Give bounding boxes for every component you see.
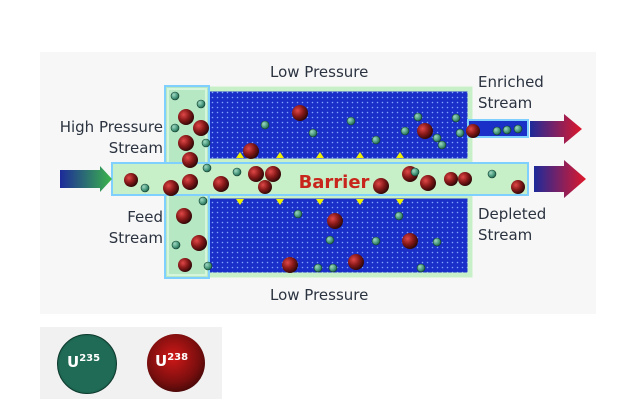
u235-molecule — [400, 126, 410, 136]
u238-molecule — [417, 123, 433, 139]
u235-molecule — [260, 120, 270, 130]
bottom-chamber — [203, 193, 473, 278]
u238-molecule — [178, 109, 194, 125]
u238-molecule — [178, 258, 192, 272]
u235-molecule — [437, 140, 447, 150]
u238-molecule — [402, 233, 418, 249]
u235-molecule — [371, 135, 381, 145]
u238-molecule — [265, 166, 281, 182]
u235-molecule — [487, 169, 497, 179]
u238-molecule — [176, 208, 192, 224]
u235-molecule — [394, 211, 404, 221]
u235-molecule — [198, 196, 208, 206]
u235-molecule — [170, 123, 180, 133]
u235-molecule — [371, 236, 381, 246]
barrier-membrane — [236, 152, 404, 205]
depleted-label-line2: Stream — [478, 226, 533, 244]
u235-molecule — [201, 138, 211, 148]
u235-molecule — [140, 183, 150, 193]
high-pressure-label-line2: Stream — [108, 139, 163, 157]
u238-molecule — [258, 180, 272, 194]
u235-molecule — [325, 235, 335, 245]
u238-molecule — [282, 257, 298, 273]
u238-molecule — [458, 172, 472, 186]
u238-molecule — [243, 143, 259, 159]
u238-molecule — [373, 178, 389, 194]
u238-molecule — [511, 180, 525, 194]
u235-molecule — [313, 263, 323, 273]
inlet-arrow — [60, 166, 112, 192]
u235-molecule — [346, 116, 356, 126]
u235-molecule — [170, 91, 180, 101]
u235-molecule — [502, 125, 512, 135]
u235-molecule — [328, 263, 338, 273]
u235-legend-ball: U235 — [57, 334, 117, 394]
u235-molecule — [451, 113, 461, 123]
u235-symbol: U — [67, 353, 80, 371]
feed-label-line2: Stream — [108, 229, 163, 247]
u235-molecule — [416, 263, 426, 273]
u235-molecule — [413, 112, 423, 122]
u238-molecule — [182, 152, 198, 168]
u235-molecule — [196, 99, 206, 109]
u238-legend-ball: U238 — [147, 334, 205, 392]
u238-molecule — [163, 180, 179, 196]
high-pressure-label-line1: High Pressure — [59, 118, 163, 136]
u235-mass: 235 — [79, 353, 101, 364]
u238-molecule — [191, 235, 207, 251]
u235-molecule — [202, 163, 212, 173]
enriched-label-line2: Stream — [478, 94, 533, 112]
u238-molecule — [213, 176, 229, 192]
u235-molecule — [293, 209, 303, 219]
u235-molecule — [203, 261, 213, 271]
u238-molecule — [292, 105, 308, 121]
u238-symbol: U — [155, 352, 168, 370]
feed-label-line1: Feed — [127, 208, 163, 226]
u235-molecule — [410, 167, 420, 177]
u238-molecule — [348, 254, 364, 270]
u238-molecule — [193, 120, 209, 136]
low-pressure-top-label: Low Pressure — [270, 63, 369, 81]
u238-molecules — [124, 105, 525, 273]
u238-molecule — [327, 213, 343, 229]
u235-molecules — [140, 91, 523, 273]
u235-molecule — [432, 237, 442, 247]
u238-molecule — [182, 174, 198, 190]
u238-molecule — [178, 135, 194, 151]
u238-mass: 238 — [167, 352, 189, 363]
legend: U235 U238 — [40, 327, 222, 399]
barrier-label: Barrier — [299, 172, 370, 193]
u235-molecule — [513, 124, 523, 134]
u235-molecule — [308, 128, 318, 138]
depleted-label-line1: Depleted — [478, 205, 547, 223]
u238-molecule — [420, 175, 436, 191]
u235-molecule — [492, 126, 502, 136]
enriched-label-line1: Enriched — [478, 73, 544, 91]
u238-molecule — [466, 124, 480, 138]
depleted-outlet-arrow — [534, 160, 586, 198]
u238-molecule — [124, 173, 138, 187]
u235-molecule — [171, 240, 181, 250]
u235-molecule — [432, 133, 442, 143]
u235-molecule — [455, 128, 465, 138]
enriched-outlet-arrow — [530, 114, 582, 144]
low-pressure-bottom-label: Low Pressure — [270, 286, 369, 304]
u238-molecule — [248, 166, 264, 182]
u238-molecule — [444, 172, 458, 186]
u235-molecule — [232, 167, 242, 177]
